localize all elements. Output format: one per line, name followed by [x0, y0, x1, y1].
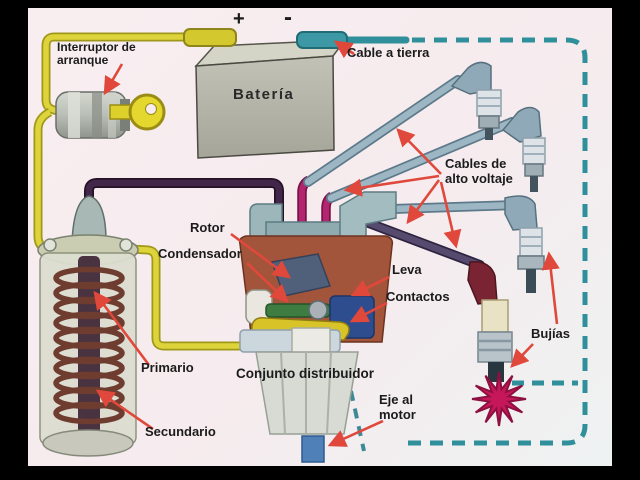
arrow-leva — [350, 275, 390, 297]
ground-circuit — [344, 36, 588, 452]
spark-plug-1 — [450, 61, 502, 140]
cam-part — [308, 300, 328, 320]
plug-4-metal — [477, 331, 513, 363]
label-leva: Leva — [392, 262, 422, 277]
spark-burst — [471, 371, 527, 427]
plug-3-tip — [526, 269, 536, 293]
label-battery-positive: + — [233, 8, 245, 30]
plug-1-boot — [450, 61, 492, 95]
plug-3-metal — [517, 255, 545, 270]
coil-tower — [71, 195, 107, 243]
plug-4-boot — [467, 261, 498, 305]
label-interruptor-de-arranque: Interruptor de arranque — [57, 40, 136, 67]
ignition-key — [109, 93, 166, 131]
housing-ribs — [280, 351, 332, 435]
coil-hv-wire — [84, 178, 284, 236]
coil-hv-wire-core — [85, 179, 283, 236]
arrow-eje — [327, 419, 384, 447]
plug-2-ribs — [523, 145, 545, 155]
arrow-primario — [93, 290, 151, 366]
ground-wire-dashed — [404, 37, 588, 446]
arrow-cables-1 — [396, 128, 442, 175]
plug-1-ribs — [477, 97, 501, 107]
hv-cable-4 — [362, 218, 484, 269]
plug-2-ceramic — [522, 137, 546, 165]
plug-3-boot — [504, 195, 538, 231]
switch-band-1 — [68, 92, 80, 138]
plug-1-metal — [478, 115, 500, 129]
plug-4-tip — [488, 362, 504, 382]
plug-2-metal — [524, 163, 544, 177]
plug-1-ceramic — [476, 89, 502, 117]
distributor-shaft — [301, 435, 325, 463]
wire-coil-to-contacts-core — [129, 246, 256, 349]
arrow-cables-4 — [439, 181, 462, 249]
battery-positive-connector — [183, 28, 237, 47]
plug-2-tip — [530, 176, 538, 192]
label-conjunto-distribuidor: Conjunto distribuidor — [236, 366, 374, 381]
battery — [183, 28, 348, 159]
label-contactos: Contactos — [386, 289, 450, 304]
ignition-coil — [37, 195, 139, 457]
arrow-bujias-up — [541, 251, 560, 325]
primary-wiring — [33, 32, 256, 351]
annotation-arrows — [93, 40, 560, 447]
distributor — [238, 191, 397, 463]
label-condensador: Condensador — [158, 246, 242, 261]
plug-1-tip — [485, 128, 493, 140]
wire-coil-to-contacts — [129, 244, 256, 351]
label-primario: Primario — [141, 360, 194, 375]
label-rotor: Rotor — [190, 220, 225, 235]
arrow-condensador — [246, 262, 289, 303]
shaft-dashed-line — [349, 390, 366, 452]
wire-battery-to-switch-core — [43, 34, 198, 115]
key-hole — [145, 103, 157, 115]
plug-2-boot — [501, 106, 542, 143]
arrow-rotor — [230, 232, 292, 279]
label-eje-al-motor: Eje al motor — [379, 392, 416, 422]
arrow-interruptor — [103, 63, 124, 96]
label-bateria: Batería — [233, 86, 295, 103]
spark-plug-4 — [467, 261, 513, 382]
arrow-secundario — [95, 389, 154, 431]
arrow-cables-3 — [406, 179, 441, 225]
label-battery-negative: - — [284, 4, 292, 31]
arrow-cable-tierra — [333, 40, 355, 59]
hv-cable-1 — [304, 76, 462, 186]
spark-plug-2 — [501, 106, 546, 192]
arrow-contactos — [349, 301, 388, 323]
coil-cap-bolt-left — [43, 238, 57, 252]
plug-4-ceramic — [481, 299, 509, 333]
spark-plug-3 — [504, 195, 545, 293]
coil-cap-bolt-right — [119, 238, 133, 252]
label-bujias: Bujías — [531, 326, 571, 341]
coil-base — [42, 429, 134, 457]
label-cables-de-alto-voltaje: Cables de alto voltaje — [445, 156, 513, 186]
label-cable-a-tierra: Cable a tierra — [347, 45, 430, 60]
coil-windings — [53, 266, 125, 425]
plug-3-ceramic — [519, 227, 543, 257]
switch-band-2 — [92, 92, 102, 138]
plug-3-ribs — [520, 236, 542, 247]
arrow-bujias-left — [510, 343, 534, 368]
battery-front-face — [195, 55, 335, 159]
label-secundario: Secundario — [145, 424, 216, 439]
arrow-cables-2 — [343, 174, 440, 197]
plug-4-ridges — [478, 339, 512, 352]
